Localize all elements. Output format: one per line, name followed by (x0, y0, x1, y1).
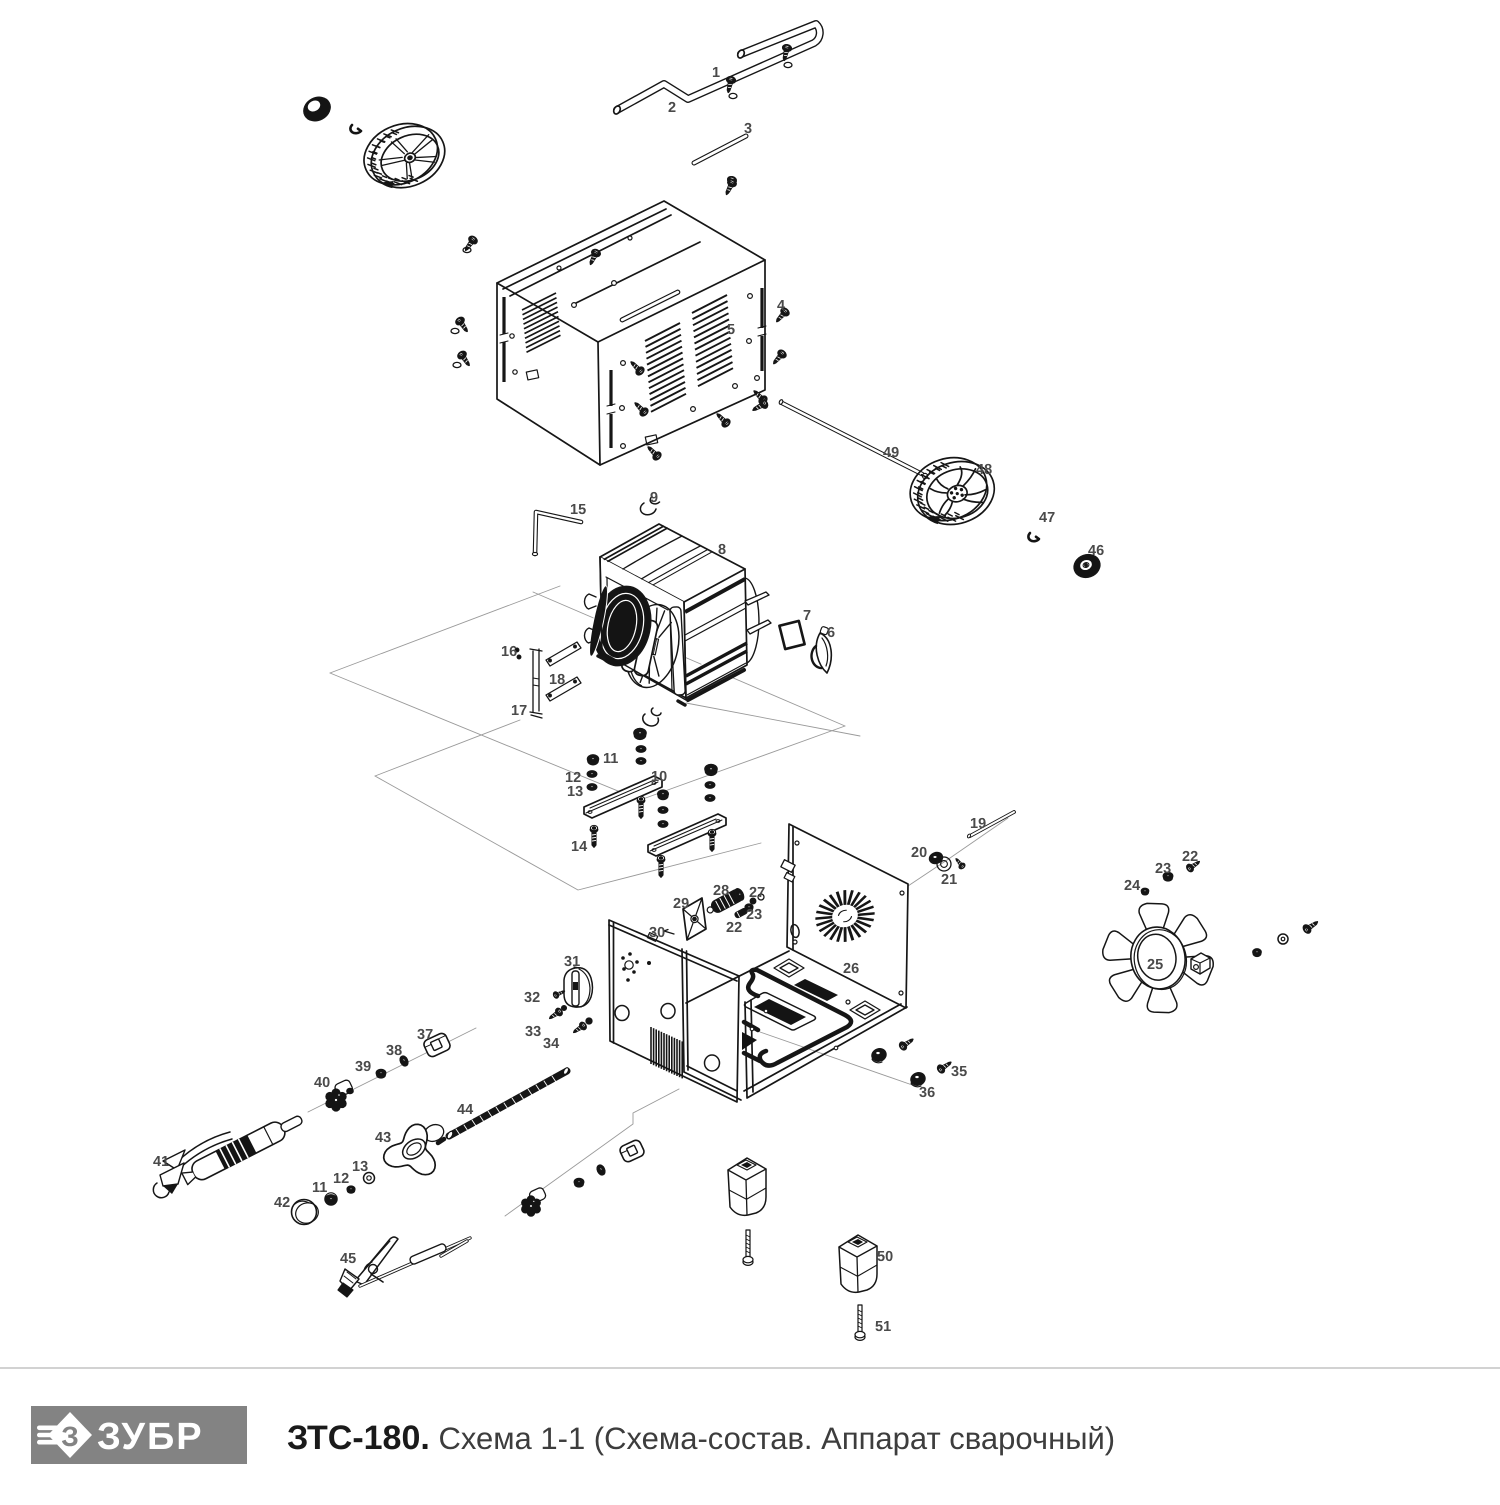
svg-text:40: 40 (314, 1075, 330, 1091)
svg-text:11: 11 (603, 751, 618, 767)
svg-text:34: 34 (543, 1036, 559, 1052)
svg-text:37: 37 (417, 1027, 433, 1043)
svg-text:12: 12 (565, 770, 581, 786)
svg-text:4: 4 (777, 298, 785, 314)
svg-text:15: 15 (570, 502, 586, 518)
svg-text:22: 22 (726, 920, 742, 936)
svg-text:21: 21 (941, 872, 957, 888)
svg-text:6: 6 (827, 625, 835, 641)
svg-text:25: 25 (1147, 957, 1163, 973)
svg-text:42: 42 (274, 1195, 290, 1211)
svg-text:24: 24 (1124, 878, 1140, 894)
svg-text:13: 13 (352, 1159, 368, 1175)
svg-text:19: 19 (970, 816, 986, 832)
svg-text:23: 23 (1155, 861, 1171, 877)
svg-text:39: 39 (355, 1059, 371, 1075)
svg-text:41: 41 (153, 1154, 169, 1170)
svg-text:44: 44 (457, 1102, 473, 1118)
svg-text:29: 29 (673, 896, 689, 912)
svg-text:9: 9 (650, 490, 658, 506)
svg-text:36: 36 (919, 1085, 935, 1101)
svg-text:ЗТС-180. Схема 1-1 (Схема-сост: ЗТС-180. Схема 1-1 (Схема-состав. Аппара… (287, 1419, 1115, 1457)
svg-text:З: З (61, 1421, 79, 1452)
svg-text:26: 26 (843, 961, 859, 977)
svg-text:2: 2 (668, 100, 676, 116)
svg-text:23: 23 (746, 907, 762, 923)
svg-text:43: 43 (375, 1130, 391, 1146)
svg-text:35: 35 (951, 1064, 967, 1080)
svg-text:28: 28 (713, 883, 729, 899)
svg-text:14: 14 (571, 839, 587, 855)
svg-text:5: 5 (727, 322, 735, 338)
svg-text:51: 51 (875, 1319, 891, 1335)
svg-text:27: 27 (749, 885, 765, 901)
svg-text:10: 10 (651, 769, 667, 785)
svg-text:32: 32 (524, 990, 540, 1006)
svg-text:7: 7 (803, 608, 811, 624)
svg-text:8: 8 (718, 542, 726, 558)
svg-text:22: 22 (1182, 849, 1198, 865)
svg-text:33: 33 (525, 1024, 541, 1040)
svg-text:49: 49 (883, 445, 899, 461)
svg-text:16: 16 (501, 644, 517, 660)
svg-text:13: 13 (567, 784, 583, 800)
svg-text:3: 3 (744, 121, 752, 137)
svg-text:48: 48 (976, 462, 992, 478)
svg-text:31: 31 (564, 954, 580, 970)
svg-text:50: 50 (877, 1249, 893, 1265)
svg-text:18: 18 (549, 672, 565, 688)
svg-text:ЗУБР: ЗУБР (97, 1416, 204, 1458)
svg-text:47: 47 (1039, 510, 1055, 526)
svg-text:12: 12 (333, 1171, 349, 1187)
svg-text:38: 38 (386, 1043, 402, 1059)
svg-text:1: 1 (712, 65, 720, 81)
svg-text:30: 30 (649, 925, 665, 941)
svg-text:46: 46 (1088, 543, 1104, 559)
svg-text:20: 20 (911, 845, 927, 861)
svg-text:45: 45 (340, 1251, 356, 1267)
svg-text:17: 17 (511, 703, 527, 719)
svg-text:11: 11 (312, 1180, 327, 1196)
